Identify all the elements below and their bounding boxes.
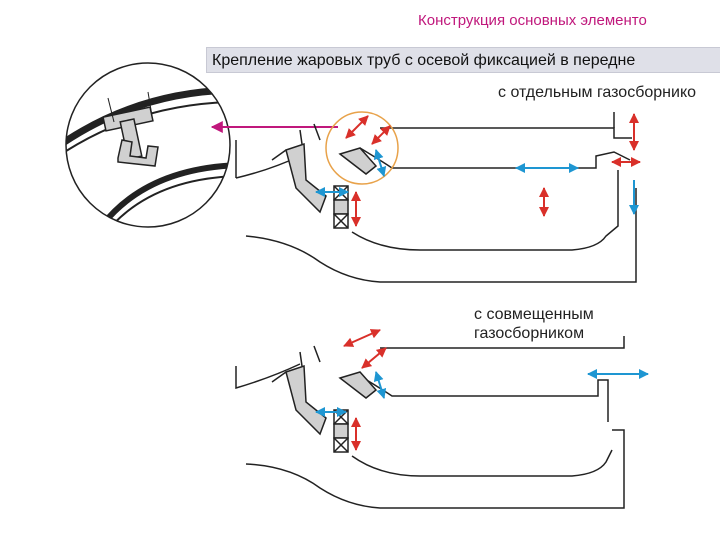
subtitle-text: Крепление жаровых труб с осевой фиксацие… bbox=[212, 52, 636, 69]
slide-title: Конструкция основных элементо bbox=[418, 12, 647, 29]
label-separate-collector: с отдельным газосборнико bbox=[498, 84, 697, 101]
label-combined-collector: с совмещенным газосборником bbox=[474, 305, 654, 343]
top-motion-arrows bbox=[315, 113, 641, 227]
label-combined-line2: газосборником bbox=[474, 325, 585, 342]
combustor-separate-collector bbox=[235, 112, 637, 283]
label-combined-line1: с совмещенным bbox=[474, 306, 594, 323]
detail-zoom-outline bbox=[65, 62, 231, 228]
subtitle-banner: Крепление жаровых труб с осевой фиксацие… bbox=[206, 47, 720, 73]
attach-point-highlight-circle bbox=[325, 111, 399, 185]
combustor-combined-collector bbox=[235, 336, 625, 509]
bottom-motion-arrows bbox=[315, 329, 649, 451]
detail-zoom-view bbox=[65, 62, 231, 228]
